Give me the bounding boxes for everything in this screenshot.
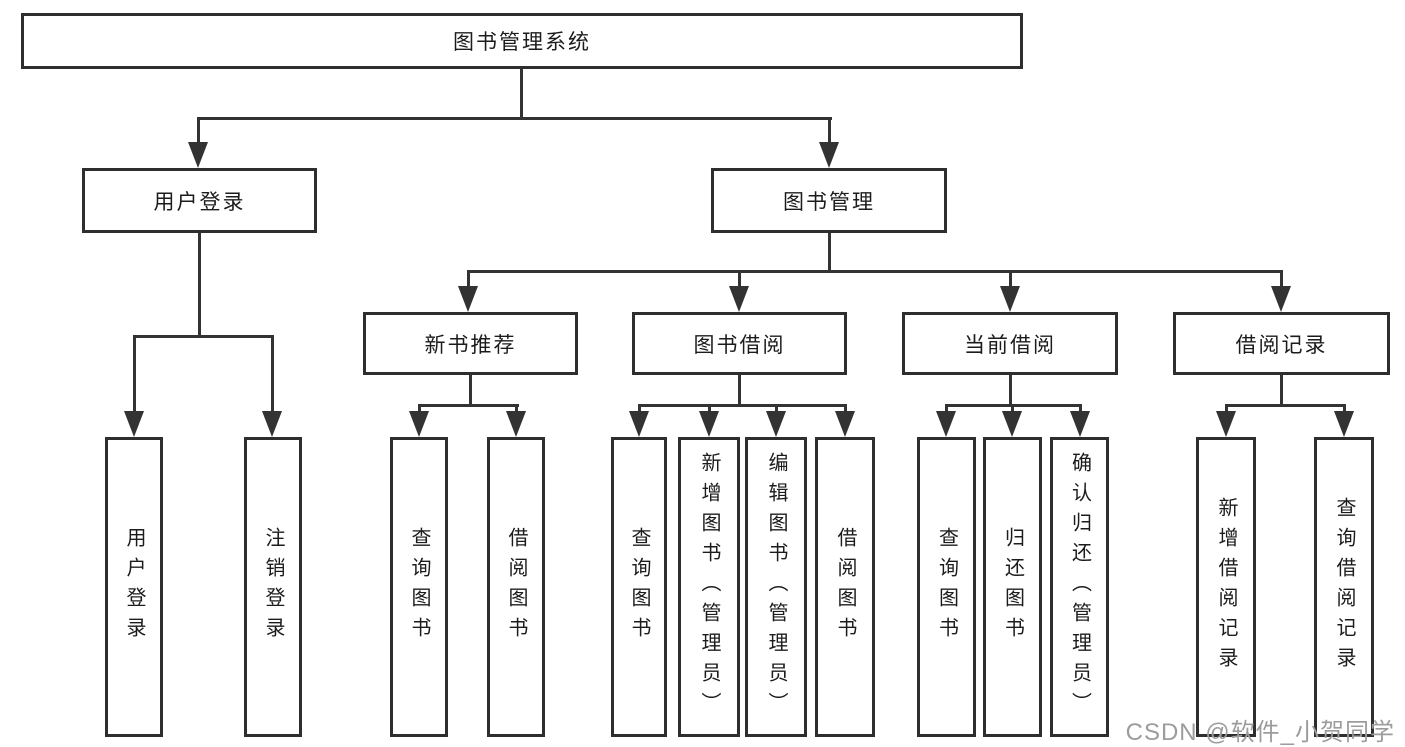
connector-line: [418, 404, 519, 407]
node-book-borrowing: 图书借阅: [632, 312, 847, 375]
arrowhead-down-icon: [699, 411, 719, 437]
arrowhead-down-icon: [1216, 411, 1236, 437]
node-label: 借阅图书: [834, 527, 856, 647]
arrowhead-down-icon: [1000, 286, 1020, 312]
arrowhead-down-icon: [458, 286, 478, 312]
arrowhead-down-icon: [1002, 411, 1022, 437]
leaf-confirm-return-admin: 确认归还（管理员）: [1050, 437, 1109, 737]
node-label: 用户登录: [153, 190, 246, 214]
connector-line: [467, 270, 1283, 273]
node-label: 编辑图书（管理员）: [765, 452, 787, 722]
arrowhead-down-icon: [1271, 286, 1291, 312]
connector-line: [775, 404, 778, 414]
connector-line: [133, 335, 274, 338]
csdn-watermark: CSDN @软件_小贺同学: [1125, 719, 1395, 746]
connector-line: [515, 404, 518, 414]
arrowhead-down-icon: [1334, 411, 1354, 437]
arrowhead-down-icon: [409, 411, 429, 437]
leaf-borrow-book-recommend: 借阅图书: [487, 437, 545, 737]
connector-line: [638, 404, 847, 407]
connector-line: [708, 404, 711, 414]
connector-line: [1225, 404, 1228, 414]
connector-line: [1225, 404, 1346, 407]
connector-line: [945, 404, 948, 414]
node-label: 确认归还（管理员）: [1068, 452, 1091, 722]
node-root-system: 图书管理系统: [21, 13, 1023, 69]
connector-line: [469, 375, 472, 407]
connector-line: [133, 335, 136, 413]
connector-line: [1280, 270, 1283, 288]
node-label: 归还图书: [1001, 527, 1024, 647]
connector-line: [844, 404, 847, 414]
connector-line: [197, 117, 832, 120]
leaf-add-borrow-record: 新增借阅记录: [1196, 437, 1256, 737]
node-label: 图书管理系统: [453, 31, 591, 54]
connector-line: [1280, 375, 1283, 407]
connector-line: [638, 404, 641, 414]
leaf-logout: 注销登录: [244, 437, 302, 737]
connector-line: [197, 117, 200, 145]
node-label: 借阅记录: [1235, 333, 1328, 357]
connector-line: [1079, 404, 1082, 414]
node-label: 查询图书: [408, 527, 430, 647]
node-book-management: 图书管理: [711, 168, 947, 233]
connector-line: [520, 69, 523, 119]
arrowhead-down-icon: [835, 411, 855, 437]
leaf-return-book: 归还图书: [983, 437, 1042, 737]
arrowhead-down-icon: [729, 286, 749, 312]
connector-line: [738, 270, 741, 288]
connector-line: [198, 233, 201, 338]
arrowhead-down-icon: [262, 411, 282, 437]
leaf-query-borrow-record: 查询借阅记录: [1314, 437, 1374, 737]
connector-line: [1343, 404, 1346, 414]
connector-line: [418, 404, 421, 414]
node-label: 图书借阅: [693, 333, 786, 357]
leaf-query-books-recommend: 查询图书: [390, 437, 448, 737]
node-new-book-recommend: 新书推荐: [363, 312, 578, 375]
connector-line: [828, 117, 831, 145]
connector-line: [1009, 270, 1012, 288]
leaf-add-book-admin: 新增图书（管理员）: [678, 437, 740, 737]
node-label: 注销登录: [262, 527, 284, 647]
leaf-borrow-book-borrowing: 借阅图书: [815, 437, 875, 737]
node-label: 查询借阅记录: [1333, 497, 1355, 677]
node-label: 用户登录: [123, 527, 145, 647]
node-current-borrowing: 当前借阅: [902, 312, 1118, 375]
node-label: 借阅图书: [505, 527, 527, 647]
connector-line: [467, 270, 470, 288]
leaf-query-books-borrowing: 查询图书: [611, 437, 667, 737]
arrowhead-down-icon: [766, 411, 786, 437]
node-label: 查询图书: [628, 527, 650, 647]
connector-line: [1011, 404, 1014, 414]
arrowhead-down-icon: [819, 142, 839, 168]
arrowhead-down-icon: [629, 411, 649, 437]
arrowhead-down-icon: [188, 142, 208, 168]
arrowhead-down-icon: [506, 411, 526, 437]
node-label: 图书管理: [783, 190, 875, 214]
leaf-user-login: 用户登录: [105, 437, 163, 737]
connector-line: [271, 335, 274, 413]
connector-line: [828, 233, 831, 273]
node-label: 新增借阅记录: [1215, 497, 1237, 677]
node-borrowing-records: 借阅记录: [1173, 312, 1390, 375]
node-user-login: 用户登录: [82, 168, 317, 233]
node-label: 新增图书（管理员）: [698, 452, 720, 722]
connector-line: [1009, 375, 1012, 407]
node-label: 新书推荐: [424, 333, 517, 357]
arrowhead-down-icon: [1070, 411, 1090, 437]
arrowhead-down-icon: [124, 411, 144, 437]
node-label: 查询图书: [935, 527, 958, 647]
arrowhead-down-icon: [936, 411, 956, 437]
node-label: 当前借阅: [964, 333, 1056, 357]
leaf-edit-book-admin: 编辑图书（管理员）: [745, 437, 807, 737]
leaf-query-books-current: 查询图书: [917, 437, 976, 737]
connector-line: [738, 375, 741, 407]
